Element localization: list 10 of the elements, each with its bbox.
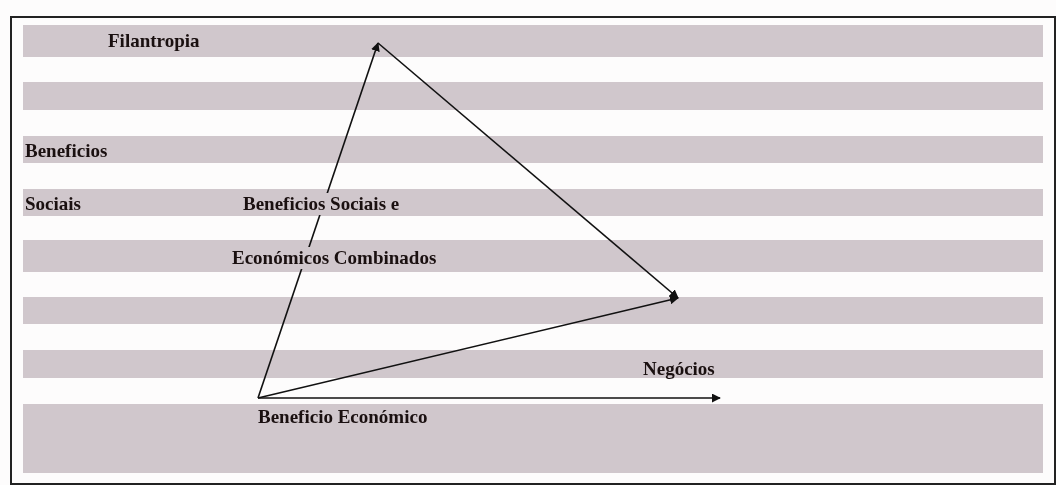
arrow: [257, 393, 721, 403]
axis-label: Negócios: [643, 358, 715, 380]
region-label: Beneficios Sociais e: [243, 193, 400, 215]
arrow: [257, 42, 380, 399]
axis-label: Beneficio Económico: [258, 406, 428, 428]
axis-label: Beneficios: [25, 140, 108, 162]
arrow: [377, 42, 679, 299]
region-label: Económicos Combinados: [232, 247, 437, 269]
axis-label: Sociais: [25, 193, 81, 215]
axis-label: Filantropia: [108, 30, 200, 52]
